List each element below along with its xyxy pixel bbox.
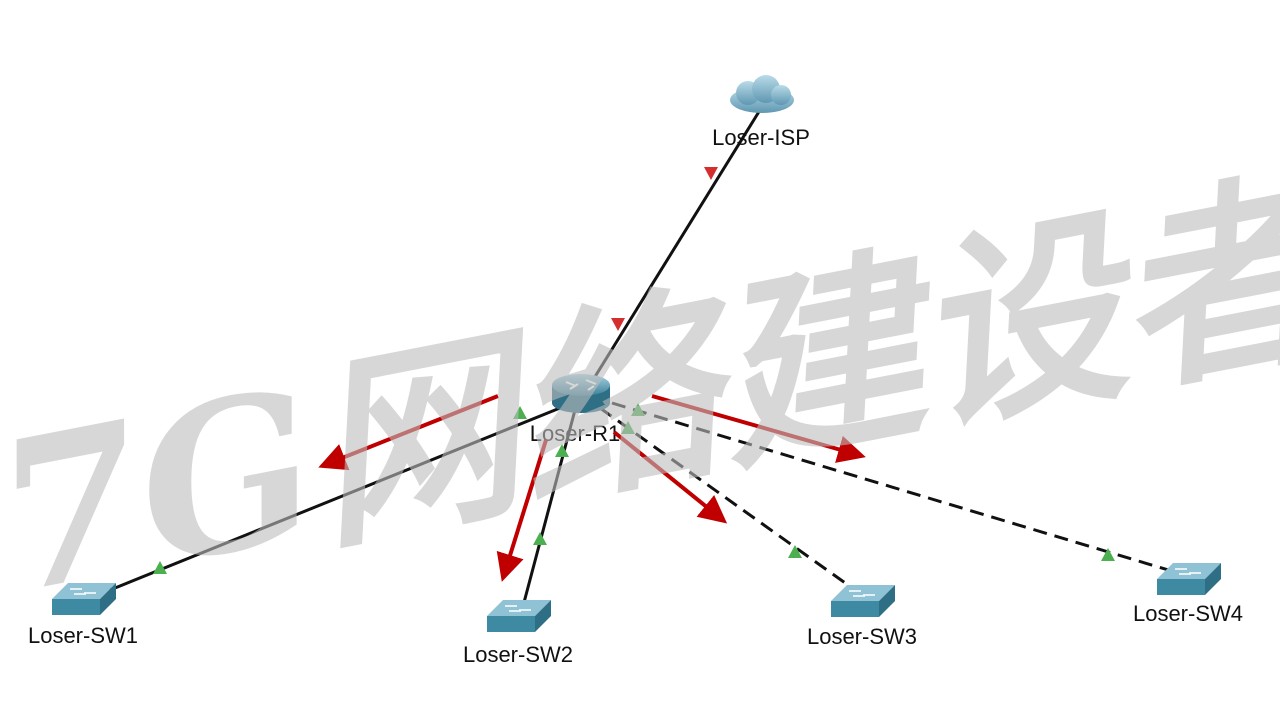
device-label-sw2: Loser-SW2 bbox=[463, 642, 573, 667]
link-up-indicator bbox=[788, 545, 802, 558]
link-r1-sw4[interactable] bbox=[611, 401, 1186, 577]
flow-arrow-to-sw2 bbox=[496, 439, 548, 582]
link-down-indicator bbox=[611, 318, 625, 331]
traffic-arrows bbox=[318, 394, 866, 582]
device-sw2[interactable]: Loser-SW2 bbox=[463, 600, 573, 667]
link-up-indicator bbox=[153, 561, 167, 574]
link-r1-sw3[interactable] bbox=[599, 406, 856, 592]
link-r1-sw1[interactable] bbox=[109, 406, 561, 592]
device-label-isp: Loser-ISP bbox=[712, 125, 810, 150]
link-down-indicator bbox=[704, 167, 718, 180]
link-status-indicators bbox=[153, 167, 1115, 574]
link-up-indicator bbox=[555, 444, 569, 457]
device-sw4[interactable]: Loser-SW4 bbox=[1133, 563, 1243, 626]
device-sw1[interactable]: Loser-SW1 bbox=[28, 583, 138, 648]
device-label-sw4: Loser-SW4 bbox=[1133, 601, 1243, 626]
device-label-sw3: Loser-SW3 bbox=[807, 624, 917, 649]
switch-icon bbox=[487, 600, 551, 632]
switch-icon bbox=[52, 583, 116, 615]
cloud-icon bbox=[730, 75, 794, 113]
link-r1-isp[interactable] bbox=[586, 109, 762, 389]
watermark: 7G网络建设者 bbox=[0, 144, 1280, 641]
link-up-indicator bbox=[533, 532, 547, 545]
link-up-indicator bbox=[1101, 548, 1115, 561]
flow-arrow-to-sw1 bbox=[318, 394, 499, 471]
flow-arrow-to-sw4 bbox=[651, 394, 866, 463]
device-sw3[interactable]: Loser-SW3 bbox=[807, 585, 917, 649]
switch-icon bbox=[831, 585, 895, 617]
switch-icon bbox=[1157, 563, 1221, 595]
links bbox=[109, 109, 1186, 611]
router-icon bbox=[552, 374, 610, 413]
link-up-indicator bbox=[513, 406, 527, 419]
flow-arrow-to-sw3 bbox=[612, 430, 728, 524]
device-label-sw1: Loser-SW1 bbox=[28, 623, 138, 648]
device-isp[interactable]: Loser-ISP bbox=[712, 75, 810, 150]
link-up-indicator bbox=[631, 403, 645, 416]
link-r1-sw2[interactable] bbox=[520, 409, 577, 611]
link-up-indicator bbox=[621, 421, 635, 434]
